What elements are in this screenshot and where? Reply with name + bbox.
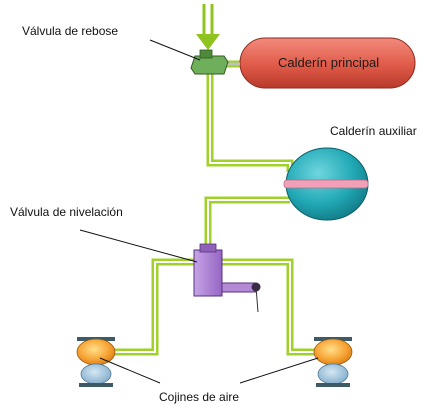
air-cushion-left <box>76 337 116 387</box>
aux-tank-label: Calderín auxiliar <box>330 124 417 138</box>
aux-tank <box>283 147 369 221</box>
overflow-valve-label: Válvula de rebose <box>22 24 119 38</box>
inflow-arrow-icon <box>196 4 220 50</box>
leveling-valve-label: Válvula de nivelación <box>10 205 123 219</box>
pipe-network <box>110 60 318 356</box>
main-tank <box>228 37 416 89</box>
overflow-valve <box>190 49 229 75</box>
leader-lines <box>79 39 319 384</box>
leveling-valve <box>193 243 261 313</box>
air-cushion-right <box>313 337 353 387</box>
air-cushions-label: Cojines de aire <box>159 390 240 404</box>
main-tank-label: Calderín principal <box>278 55 380 70</box>
